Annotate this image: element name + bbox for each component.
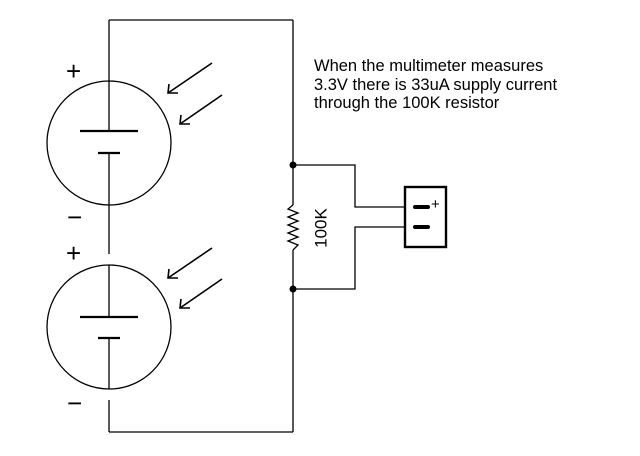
multimeter: + (403, 185, 448, 249)
solar-cell-lower (46, 247, 223, 390)
cell-lower-plus-label: + (66, 238, 81, 268)
meter-leads (293, 164, 415, 290)
meter-plus-label: + (431, 196, 440, 213)
light-arrows-icon (167, 247, 223, 309)
wires (108, 19, 294, 433)
resistor-label: 100K (311, 207, 330, 247)
annotation-line-3: through the 100K resistor (314, 94, 500, 112)
resistor: 100K (286, 204, 330, 251)
annotation-line-1: When the multimeter measures (314, 57, 544, 75)
annotation-text: When the multimeter measures 3.3V there … (314, 57, 634, 113)
resistor-zigzag-icon (286, 204, 300, 251)
light-arrows-icon (167, 62, 223, 125)
solar-cell-upper (46, 62, 223, 206)
cell-upper-minus-label: − (67, 202, 82, 232)
cell-upper-plus-label: + (66, 56, 81, 86)
meter-lead-positive (293, 164, 415, 208)
meter-lead-negative (293, 226, 415, 290)
multimeter-body (403, 185, 448, 249)
cell-lower-minus-label: − (67, 388, 82, 418)
annotation-line-2: 3.3V there is 33uA supply current (314, 75, 558, 94)
